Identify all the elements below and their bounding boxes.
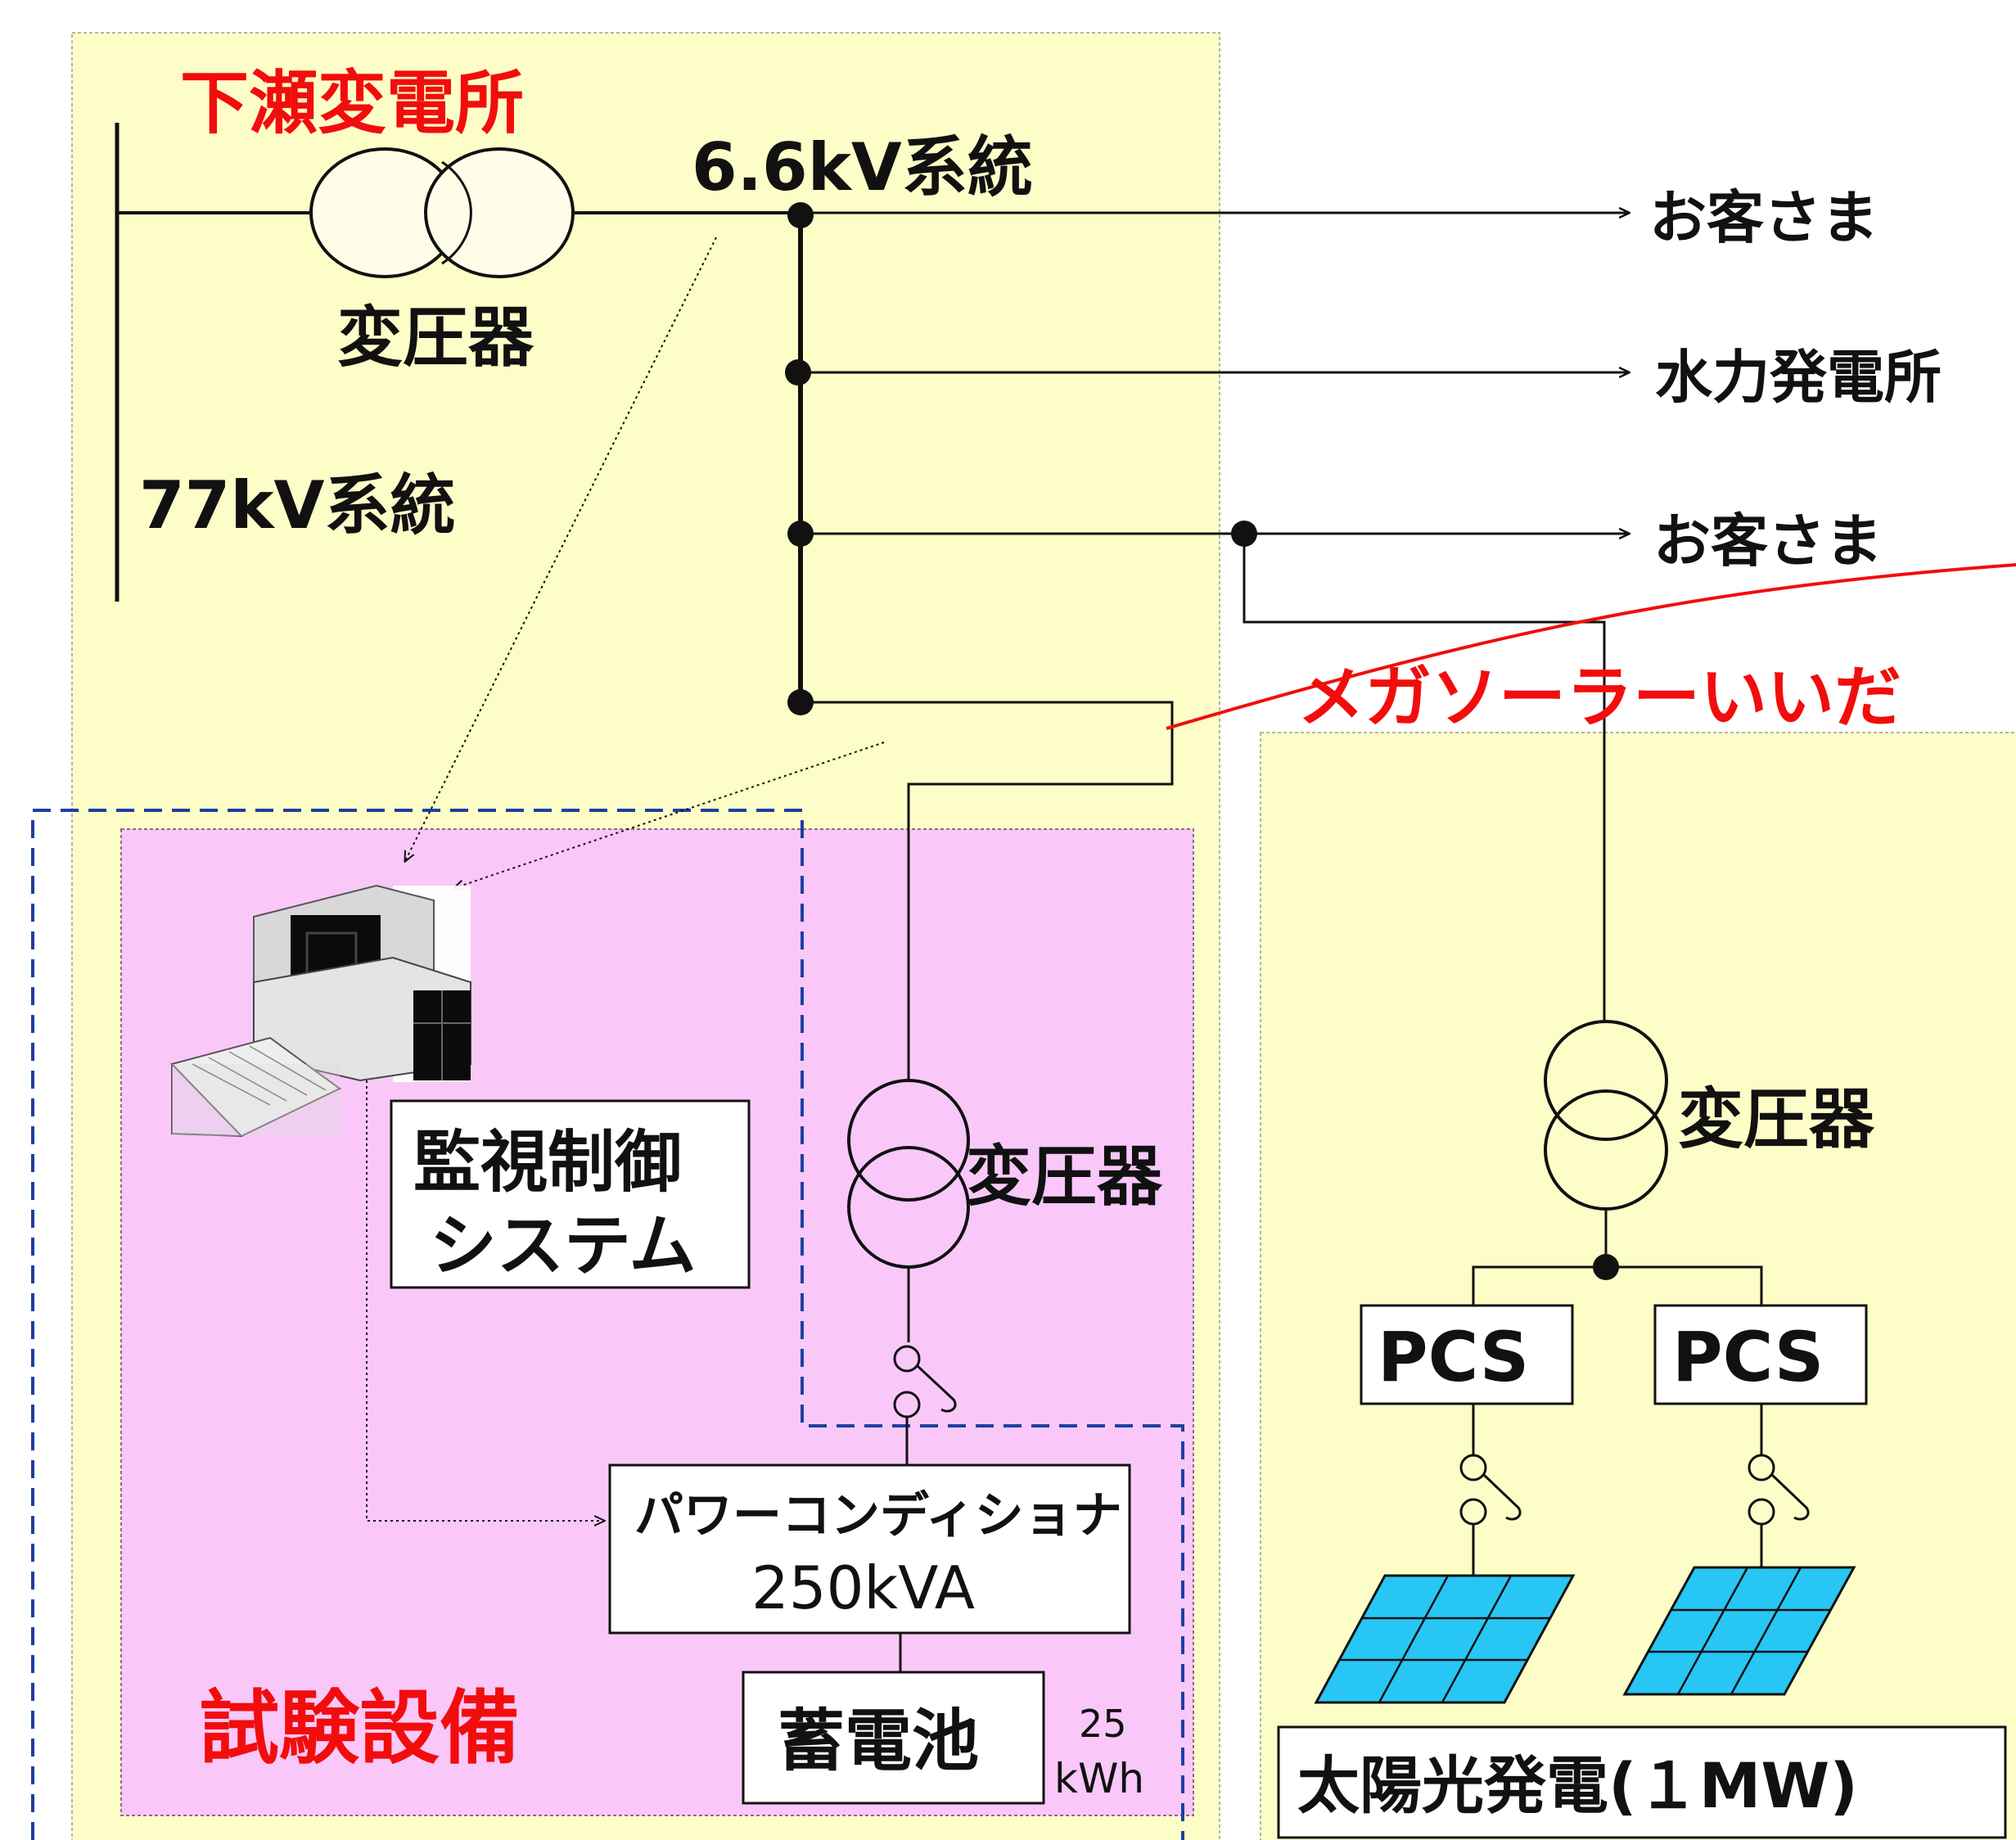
feeder-customer-1-label: お客さま [1649, 184, 1878, 251]
solar-panel-icon [1622, 1566, 1856, 1696]
monitoring-label-1: 監視制御 [413, 1124, 682, 1202]
mega-solar-label: メガソーラーいいだ [1297, 659, 1901, 737]
solar-panel-icon [1314, 1574, 1576, 1704]
pcs-left-label: PCS [1378, 1317, 1529, 1397]
feeder-hydro-label: 水力発電所 [1655, 344, 1942, 411]
monitoring-box [390, 1099, 751, 1289]
desktop-computer-icon [170, 884, 471, 1138]
bus-junctions [785, 202, 1257, 715]
solar-title-label: 太陽光発電(１MW) [1297, 1749, 1858, 1822]
pcs-left-box [1360, 1304, 1574, 1405]
mega-solar-curve [1166, 563, 2016, 730]
transformer-main [309, 147, 575, 278]
transformer-test-label: 変圧器 [966, 1139, 1163, 1215]
feeder-customer-2-label: お客さま [1653, 507, 1883, 575]
pcs-right-label: PCS [1672, 1317, 1824, 1397]
signal-line-2 [454, 742, 885, 888]
pcs-main-label-1: パワーコンディショナ [634, 1487, 1122, 1545]
test-facility-label: 試験設備 [199, 1682, 520, 1775]
solar-branch-line [1243, 534, 1606, 1023]
substation-title: 下瀬変電所 [180, 63, 524, 143]
battery-capacity-2: kWh [1054, 1755, 1144, 1802]
transformer-main-label: 変圧器 [337, 300, 534, 376]
test-branch-line [801, 701, 1174, 1080]
solar-split-line [1472, 1265, 1763, 1306]
battery-label: 蓄電池 [778, 1702, 979, 1780]
transformer-solar-label: 変圧器 [1678, 1081, 1875, 1157]
pcs-main-box [608, 1463, 1131, 1635]
pcs-right-box [1653, 1304, 1868, 1405]
bus-6-6kv-label: 6.6kV系統 [692, 129, 1033, 205]
signal-line-1 [405, 237, 717, 861]
monitoring-label-2: システム [430, 1207, 697, 1285]
battery-box [742, 1671, 1045, 1805]
bus-77kv-label: 77kV系統 [139, 467, 455, 543]
battery-capacity-1: 25 [1079, 1702, 1127, 1746]
solar-title-box [1277, 1725, 2007, 1839]
pcs-main-label-2: 250kVA [751, 1554, 975, 1622]
